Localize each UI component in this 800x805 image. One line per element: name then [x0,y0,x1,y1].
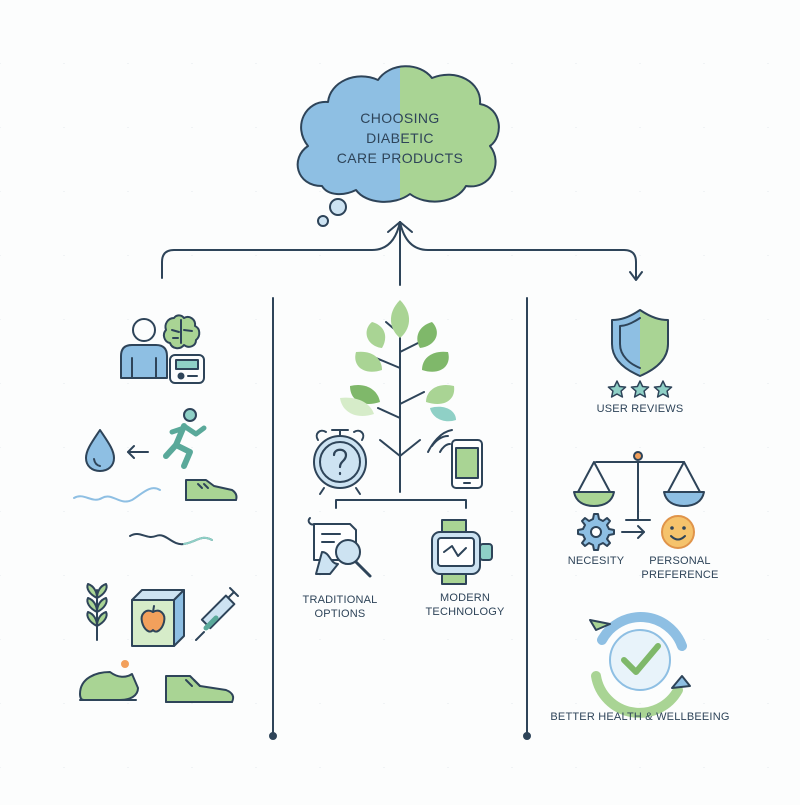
checkmark-icon [621,643,661,675]
water-drop-icon [85,429,115,472]
label-line: TRADITIONAL [302,594,378,606]
smartwatch-icon [431,519,493,585]
outcome-label: BETTER HEALTH & WELLBEEING [550,711,730,723]
title-line: CARE PRODUCTS [336,150,464,166]
label-line: TECHNOLOGY [425,606,505,618]
shoe-icon [79,660,139,701]
rating-stars [607,380,673,398]
tree-icon [340,300,456,493]
cycle-arrows-icon [589,612,691,718]
title-line: CHOOSING [360,110,440,126]
apple-icon [140,605,166,633]
document-magnifier-icon [307,517,372,578]
syringe-icon [195,587,239,641]
label-line: PERSONAL [649,555,711,567]
branch-connectors [161,221,643,740]
center-branch-connector [335,499,467,509]
wave-line [73,487,161,503]
necessity-label: NECESITY [567,555,625,567]
arrow-left-icon [127,445,149,459]
alarm-clock-icon [313,429,367,495]
person-icon [120,318,168,379]
food-box-icon [131,589,185,647]
personal-preference-label: PERSONAL PREFERENCE [632,554,728,582]
running-person-icon [163,408,207,469]
label-line: MODERN [439,592,491,604]
shield-icon [611,309,669,377]
traditional-options-label: TRADITIONAL OPTIONS [290,593,390,621]
user-reviews-label: USER REVIEWS [596,403,684,415]
brain-icon [162,314,201,350]
modern-technology-label: MODERN TECHNOLOGY [410,591,520,619]
smartphone-icon [427,429,483,489]
sneaker-icon [165,675,235,703]
label-line: PREFERENCE [641,569,719,581]
star-icon [653,380,673,398]
smiley-icon [661,515,695,549]
label-line: OPTIONS [314,608,366,620]
wave-line [129,533,213,546]
star-icon [607,380,627,398]
sneaker-icon [185,479,238,501]
arrow-right-icon [621,525,645,539]
wheat-icon [86,583,108,641]
gear-icon [577,513,615,551]
glucose-meter-icon [169,354,205,384]
title-line: DIABETIC [366,130,434,146]
star-icon [630,380,650,398]
balance-scale-icon [573,451,705,521]
